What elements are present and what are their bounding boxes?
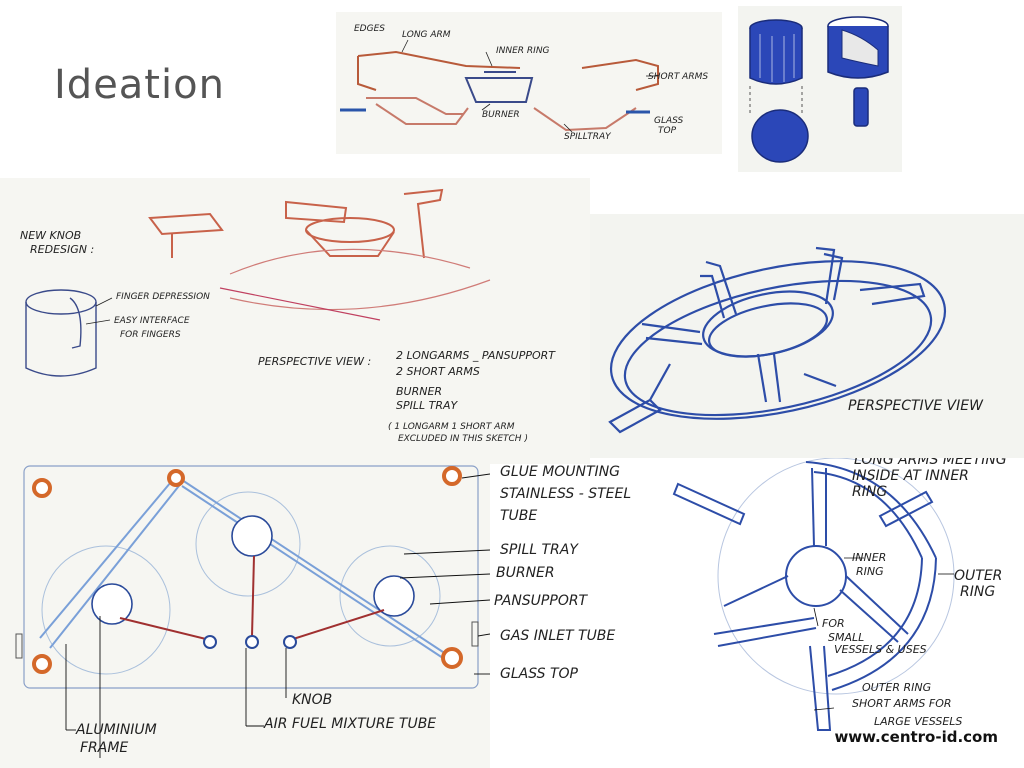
knob-cylinder-sketch — [738, 6, 902, 172]
label-item-3: BURNER — [396, 385, 443, 398]
label-inner-ring: INNER RING — [496, 46, 550, 56]
top-view-drawing — [672, 458, 955, 731]
section-sketch: EDGES LONG ARM INNER RING SHORT ARMS BUR… — [336, 12, 722, 154]
knob-cylinder-drawing — [749, 16, 889, 163]
label-long-arms-2: INSIDE AT INNER — [852, 468, 969, 484]
label-item-1: 2 LONGARMS _ PANSUPPORT — [396, 349, 555, 362]
label-for-small-1: FOR — [822, 617, 845, 630]
section-sketch-drawing — [340, 39, 659, 133]
credit-url: www.centro-id.com — [834, 728, 998, 746]
label-pan-support: PANSUPPORT — [494, 593, 588, 609]
label-perspective-view: PERSPECTIVE VIEW : — [258, 355, 372, 368]
label-outer-short-3: LARGE VESSELS — [874, 715, 963, 728]
label-outer-ring-1: OUTER — [954, 568, 1003, 584]
perspective-sketch: PERSPECTIVE VIEW — [590, 214, 1024, 458]
plan-sketch: ALUMINIUM FRAME AIR FUEL MIXTURE TUBE KN… — [0, 458, 490, 768]
label-knob: KNOB — [292, 692, 333, 708]
label-gas-inlet: GAS INLET TUBE — [500, 628, 616, 644]
perspective-drawing — [608, 246, 947, 434]
label-glass-top-3: GLASS TOP — [500, 666, 578, 682]
label-glass-top-1: GLASS — [654, 116, 684, 126]
top-view-sketch: LONG ARMS MEETING INSIDE AT INNER RING I… — [664, 458, 1024, 740]
plan-drawing — [15, 465, 490, 758]
label-burner-2: BURNER — [496, 565, 555, 581]
label-item-2: 2 SHORT ARMS — [396, 365, 480, 378]
label-edges: EDGES — [354, 24, 385, 34]
label-easy-interface-2: FOR FINGERS — [120, 330, 181, 340]
label-long-arm: LONG ARM — [402, 30, 451, 40]
label-glue-mounting-1: GLUE MOUNTING — [500, 464, 621, 480]
label-for-small-2: SMALL — [828, 631, 865, 644]
label-easy-interface-1: EASY INTERFACE — [114, 316, 190, 326]
label-aluminium-1: ALUMINIUM — [76, 722, 157, 738]
label-spill-tray-2: SPILL TRAY — [500, 542, 578, 558]
label-long-arms-1: LONG ARMS MEETING — [854, 458, 1007, 468]
knob-redesign-sketch: NEW KNOB REDESIGN : FINGER DEPRESSION EA… — [0, 178, 590, 464]
label-long-arms-3: RING — [852, 484, 888, 500]
label-glue-mounting-3: TUBE — [500, 508, 538, 524]
label-inner-ring-1: INNER — [852, 551, 887, 564]
label-new-knob-2: REDESIGN : — [30, 243, 95, 256]
label-perspective-view-2: PERSPECTIVE VIEW — [848, 398, 983, 414]
label-note-2: EXCLUDED IN THIS SKETCH ) — [398, 434, 528, 444]
label-outer-short-2: SHORT ARMS FOR — [852, 697, 952, 710]
label-spill-tray: SPILLTRAY — [564, 132, 611, 142]
label-glass-top-2: TOP — [658, 126, 677, 136]
knob-redesign-drawing — [25, 188, 491, 377]
label-note-1: ( 1 LONGARM 1 SHORT ARM — [388, 422, 515, 432]
label-inner-ring-2: RING — [856, 565, 884, 578]
slide-title: Ideation — [54, 62, 225, 108]
label-item-4: SPILL TRAY — [396, 399, 458, 412]
label-outer-short-1: OUTER RING — [862, 681, 932, 694]
label-outer-ring-2: RING — [960, 584, 996, 600]
label-glue-mounting-2: STAINLESS - STEEL — [500, 486, 632, 502]
label-short-arms: SHORT ARMS — [648, 72, 709, 82]
label-finger-depression: FINGER DEPRESSION — [116, 292, 210, 302]
label-for-small-3: VESSELS & USES — [834, 643, 927, 656]
label-air-fuel: AIR FUEL MIXTURE TUBE — [264, 716, 437, 732]
label-burner: BURNER — [482, 110, 520, 120]
label-aluminium-2: FRAME — [80, 740, 129, 756]
label-new-knob-1: NEW KNOB — [20, 229, 82, 242]
